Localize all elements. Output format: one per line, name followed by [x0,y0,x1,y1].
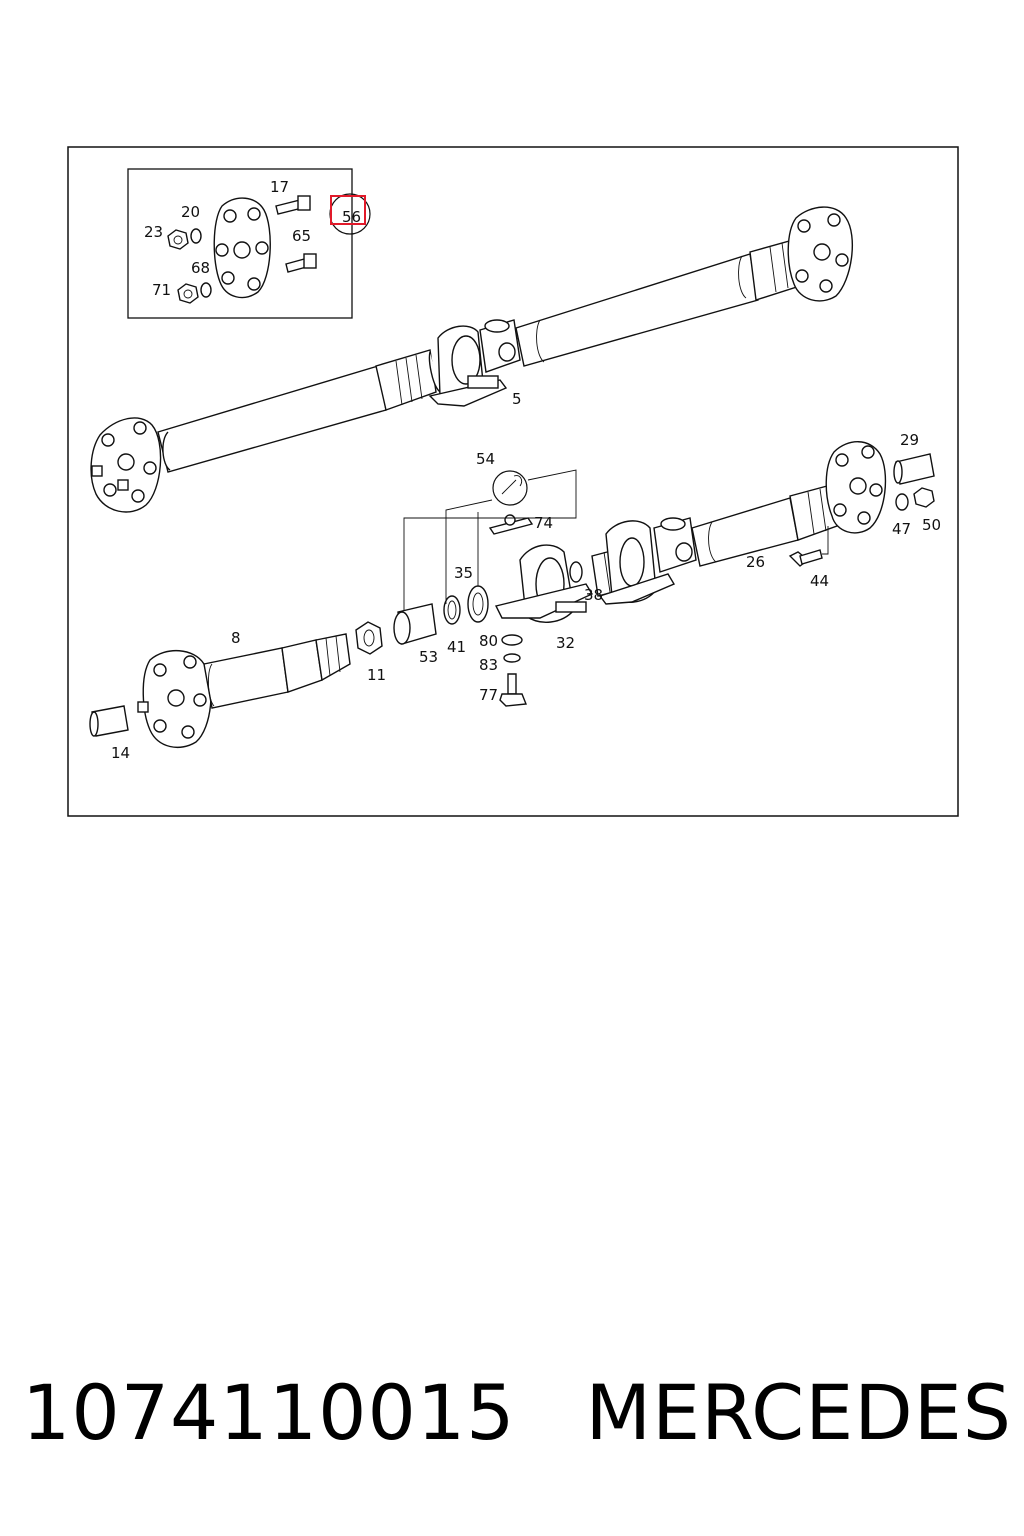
callout-50[interactable]: 50 [922,516,941,534]
inset-frame [127,168,353,319]
callout-41[interactable]: 41 [447,638,466,656]
upper-left-flex-disc [90,417,162,513]
callout-68[interactable]: 68 [191,259,210,277]
inset-parts [167,193,371,304]
brand-name: MERCEDES [585,1368,1012,1457]
upper-right-flex-disc [787,206,853,302]
callout-26[interactable]: 26 [746,553,765,571]
callout-77[interactable]: 77 [479,686,498,704]
lower-left-flex-disc [137,649,212,749]
callout-83[interactable]: 83 [479,656,498,674]
callout-17[interactable]: 17 [270,178,289,196]
callout-47[interactable]: 47 [892,520,911,538]
callout-56-highlight [330,195,366,225]
callout-80[interactable]: 80 [479,632,498,650]
callout-56[interactable]: 56 [342,208,361,226]
callout-74[interactable]: 74 [534,514,553,532]
callout-labels: 17 20 23 65 68 71 56 5 29 54 74 35 47 50… [111,178,941,762]
diagram-frame [67,146,959,817]
callout-71[interactable]: 71 [152,281,171,299]
callout-29[interactable]: 29 [900,431,919,449]
callout-65[interactable]: 65 [292,227,311,245]
callout-5[interactable]: 5 [512,390,522,408]
callout-23[interactable]: 23 [144,223,163,241]
callout-53[interactable]: 53 [419,648,438,666]
callout-38[interactable]: 38 [584,586,603,604]
callout-14[interactable]: 14 [111,744,130,762]
callout-35[interactable]: 35 [454,564,473,582]
callout-8[interactable]: 8 [231,629,241,647]
caption: 1074110015 MERCEDES [22,1368,1012,1457]
part-number: 1074110015 [22,1368,516,1457]
callout-44[interactable]: 44 [810,572,829,590]
lower-right-flex-disc [825,441,887,534]
lower-drive-shaft [89,441,935,749]
callout-54[interactable]: 54 [476,450,495,468]
callout-11[interactable]: 11 [367,666,386,684]
callout-20[interactable]: 20 [181,203,200,221]
upper-drive-shaft [90,206,853,513]
callout-32[interactable]: 32 [556,634,575,652]
